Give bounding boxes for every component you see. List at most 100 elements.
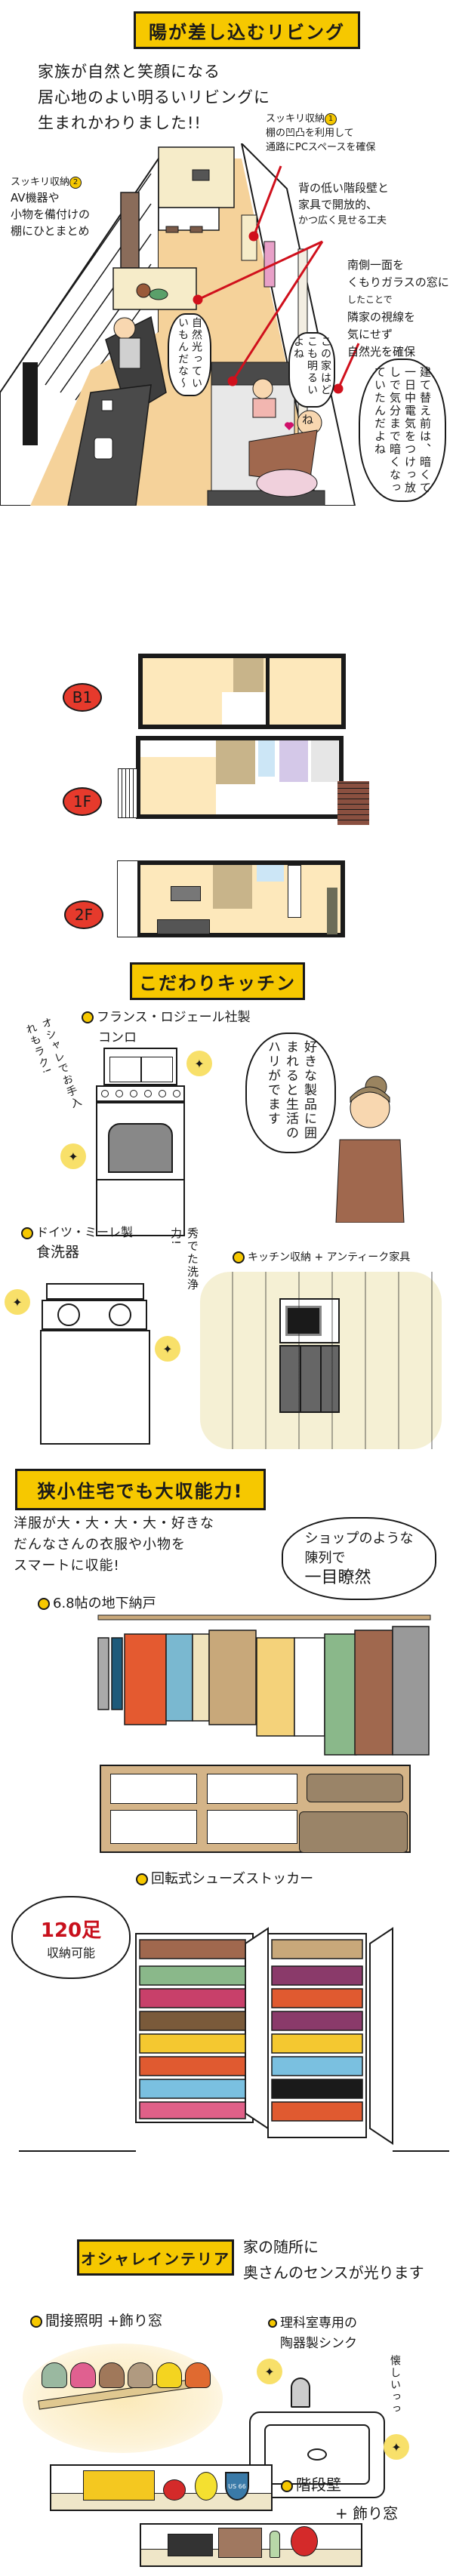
- kitchen-section-banner: こだわりキッチン: [130, 962, 305, 1000]
- toy-car-black: [168, 2534, 213, 2556]
- basket-drawer[interactable]: [307, 1774, 403, 1802]
- b1-divider: [266, 658, 270, 725]
- wife-speech-bubble: 建て替え前は、暗くて一日中電気をつけっ放しで気分まで暗くなっていたんだよね: [359, 359, 446, 502]
- b1-stair: [233, 658, 263, 692]
- candy-jar: [94, 437, 113, 460]
- floorplan-2f: [136, 860, 345, 937]
- living-banner-title: 陽が差し込むリビング: [149, 21, 345, 43]
- interior-section-banner: オシャレインテリア: [77, 2239, 234, 2276]
- dishwasher-comment: 秀でた洗浄力!: [169, 1227, 199, 1291]
- wife-figure: [335, 1076, 405, 1223]
- tie: [111, 1637, 123, 1710]
- kitchen-storage-illustration: [200, 1272, 442, 1449]
- kitchen-wife-bubble: 好きな製品に囲まれると生活のハリがでます: [245, 1033, 336, 1153]
- 1f-entrance-tiles: [337, 781, 369, 825]
- 2f-stair: [213, 865, 252, 909]
- bullet-icon: [30, 2315, 42, 2328]
- vest: [256, 1637, 295, 1737]
- jacket: [192, 1633, 210, 1722]
- child-body: [252, 398, 276, 418]
- floor-badge-2f: 2F: [64, 900, 103, 929]
- shoe-count-bubble: 120足 収納可能: [11, 1896, 131, 1979]
- bullet-icon: [21, 1226, 33, 1239]
- jacket: [124, 1633, 167, 1725]
- interior-lead-text: 家の随所に 奥さんのセンスが光ります: [243, 2238, 424, 2282]
- cushion: [256, 469, 318, 497]
- 2f-toilet: [257, 865, 284, 882]
- red-mascot-figure: [291, 2526, 318, 2556]
- cabinet-door-left: [245, 1927, 269, 2130]
- sparkle-icon: ✦: [384, 2434, 409, 2460]
- sparkle-icon: ✦: [5, 1289, 30, 1315]
- net-shelf: [112, 267, 197, 310]
- storage-lead-text: 洋服が大・大・大・大・好きな だんなさんの衣服や小物を スマートに収能!: [14, 1516, 214, 1574]
- red-helmet: [163, 2479, 186, 2501]
- caps-display: [42, 2362, 211, 2388]
- 2f-dining-table: [171, 886, 201, 901]
- b1-hall: [222, 692, 267, 725]
- jacket: [294, 1637, 325, 1737]
- stove-comment: オシャレでお手入れもラク!: [23, 1015, 84, 1111]
- 2f-sofa: [157, 919, 210, 934]
- door: [120, 192, 140, 269]
- duffle-coat: [354, 1630, 393, 1756]
- ball: [136, 283, 151, 298]
- cabinet-door-right: [369, 1927, 393, 2145]
- shoe-rows: [139, 1939, 363, 2122]
- stove-knobs: [96, 1085, 185, 1102]
- living-section-banner: 陽が差し込むリビング: [134, 11, 360, 49]
- floor-badge-1f: 1F: [63, 787, 102, 816]
- tweety-figure: [195, 2472, 217, 2501]
- child-head: [252, 378, 273, 399]
- stair-shelf-upper: US 66: [50, 2464, 273, 2511]
- tie: [97, 1637, 109, 1710]
- bullet-icon: [268, 2319, 277, 2328]
- clothes-rack-illustration: [97, 1614, 431, 1756]
- cap: [70, 2362, 96, 2388]
- bench: [211, 362, 295, 386]
- number-badge: 2: [69, 176, 82, 189]
- cap: [156, 2362, 182, 2388]
- toy-truck-box: [218, 2528, 262, 2558]
- stove-top: [103, 1048, 177, 1085]
- stove-illustration: [96, 1048, 185, 1236]
- overcoat: [392, 1626, 430, 1756]
- shoe-stocker-label: 回転式シューズストッカー: [136, 1868, 313, 1888]
- mug: [101, 399, 113, 411]
- lighting-label: 間接照明 +飾り窓: [30, 2310, 162, 2330]
- floor-badge-b1: B1: [63, 683, 102, 712]
- living-lead-text: 家族が自然と笑顔になる 居心地のよい明るいリビングに 生まれかわりました!!: [38, 63, 270, 132]
- sparkle-icon: ✦: [186, 1051, 212, 1076]
- heart-icon: [284, 422, 294, 430]
- bullet-icon: [136, 1873, 148, 1885]
- rugby-ball: [149, 288, 168, 300]
- shirt: [165, 1633, 193, 1722]
- bullet-icon: [82, 1011, 94, 1023]
- sparkle-icon: ✦: [155, 1336, 180, 1362]
- shop-display-bubble: ショップのような 陳列で 一目瞭然: [282, 1517, 436, 1600]
- bullet-icon: [281, 2479, 293, 2492]
- frosted-window-note: 南側一面を くもりガラスの窓に したことで 隣家の視線を 気にせず 自然光を確保: [347, 258, 449, 359]
- 1f-bath: [311, 740, 338, 782]
- dishwasher-illustration: [40, 1283, 152, 1449]
- 1f-room: [140, 757, 216, 814]
- faucet-icon: [291, 2377, 310, 2408]
- dishwasher-label: ドイツ・ミーレ製 食洗器: [21, 1223, 133, 1262]
- bullet-icon: [233, 1251, 245, 1263]
- cap: [185, 2362, 211, 2388]
- husband-body: [119, 337, 141, 369]
- storage-section-banner: 狭小住宅でも大収能力!: [15, 1469, 266, 1510]
- oven-body: [96, 1102, 185, 1236]
- bullet-icon: [38, 1598, 50, 1610]
- plate: [109, 1303, 131, 1326]
- microwave: [192, 169, 210, 181]
- coat: [208, 1630, 257, 1725]
- child-speech-small: ね: [302, 413, 314, 426]
- basket-drawer-open[interactable]: [299, 1811, 408, 1853]
- antique-drawers: [279, 1345, 340, 1413]
- parka: [324, 1633, 357, 1756]
- living-room-illustration: [0, 143, 360, 506]
- 2f-kitchen-counter: [288, 865, 301, 918]
